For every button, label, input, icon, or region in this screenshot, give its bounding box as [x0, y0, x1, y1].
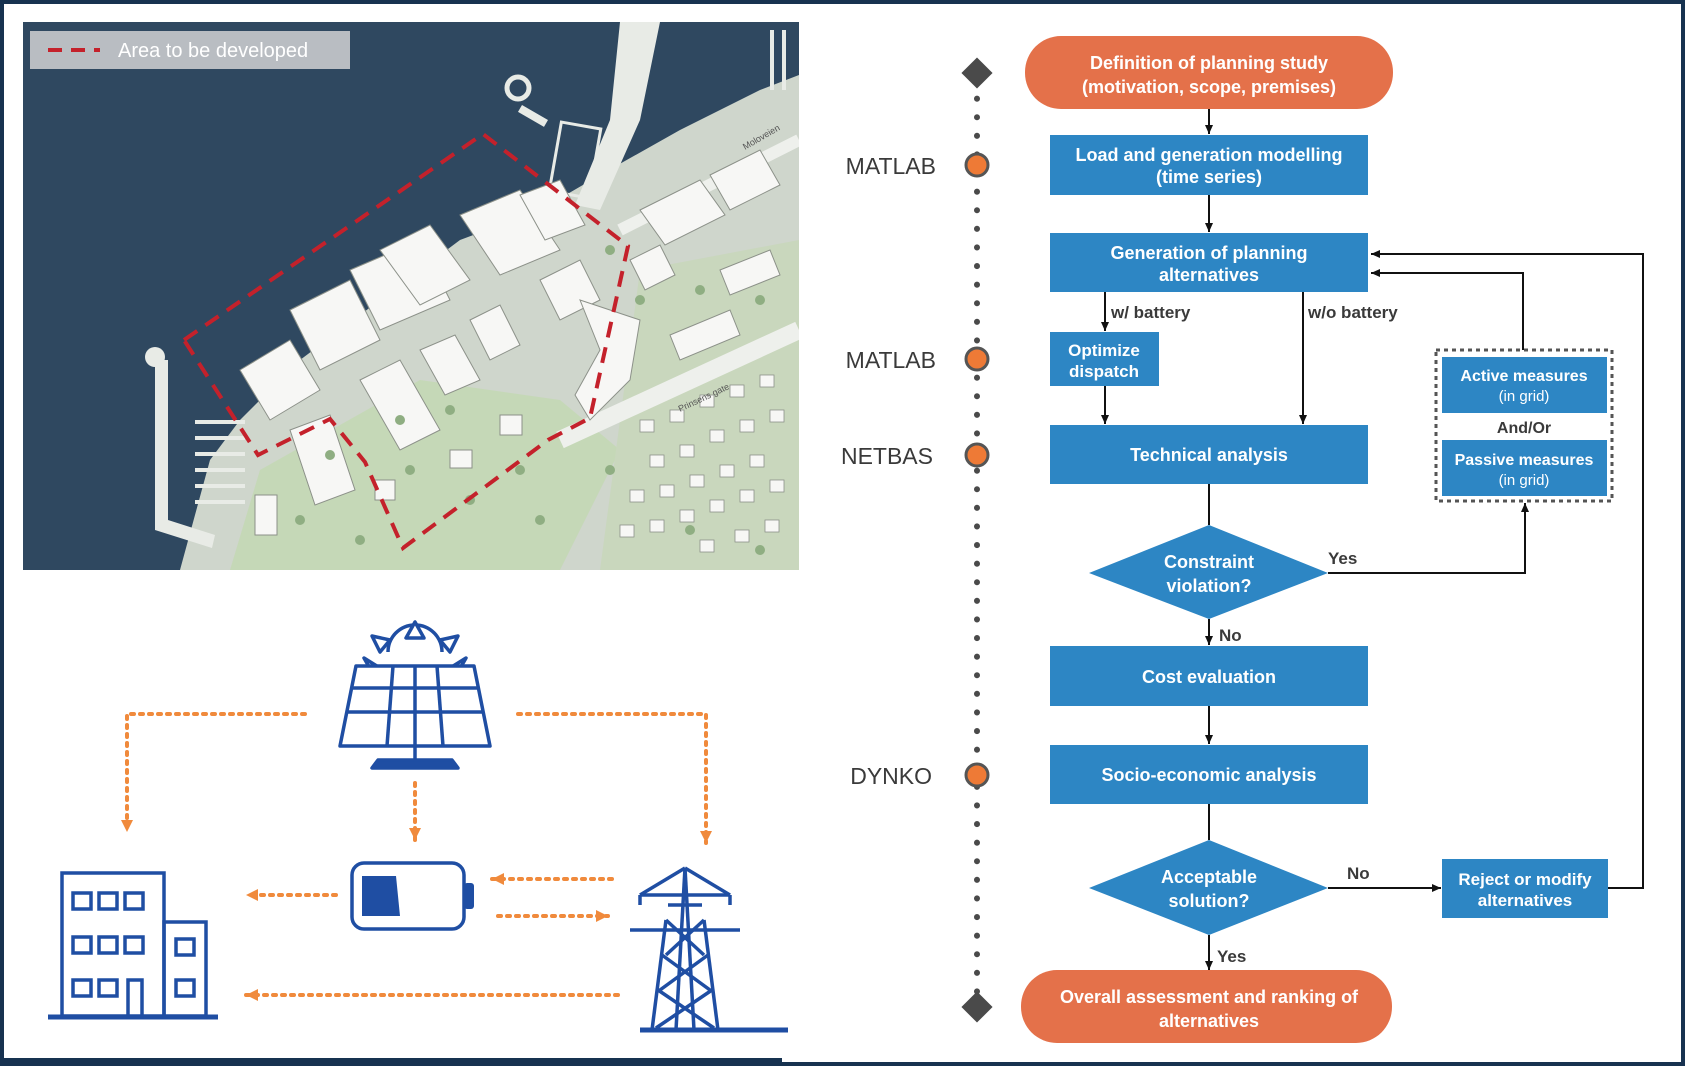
technical-analysis-box [1050, 425, 1368, 484]
breakwater [155, 360, 215, 548]
reject-modify-line-1: Reject or modify [1458, 870, 1592, 889]
constraint-violation-line-1: Constraint [1164, 552, 1254, 572]
generation-alt-box [1050, 233, 1368, 292]
tool-label-dynko: DYNKO [850, 763, 932, 789]
timeline-node-matlab-2 [964, 346, 990, 372]
tool-label-matlab-2: MATLAB [846, 347, 936, 373]
no-label-2: No [1347, 864, 1370, 883]
active-measures-line-1: Active measures [1460, 368, 1587, 385]
site-map: Moloveien Prinsens gate Area to be devel… [23, 22, 799, 570]
cost-evaluation-label: Cost evaluation [1142, 667, 1276, 687]
flow-connectors [1101, 109, 1644, 970]
yes-label-1: Yes [1328, 549, 1357, 568]
cost-evaluation-box [1050, 646, 1368, 706]
generation-alt-line-1: Generation of planning [1111, 243, 1308, 263]
battery-icon [350, 861, 474, 931]
flow-solar-to-grid [516, 712, 712, 845]
timeline-node-dynko [964, 762, 990, 788]
flowchart: Definition of planning study (motivation… [1021, 36, 1644, 1043]
constraint-violation-diamond [1089, 525, 1328, 619]
optimize-dispatch-line-1: Optimize [1068, 341, 1140, 360]
solar-panel-icon [338, 620, 492, 770]
acceptable-solution-diamond [1089, 840, 1328, 935]
optimize-dispatch-line-2: dispatch [1069, 362, 1139, 381]
legend-label: Area to be developed [118, 40, 308, 62]
tool-label-matlab-1: MATLAB [846, 153, 936, 179]
tool-label-netbas: NETBAS [841, 443, 933, 469]
marina-boats [195, 30, 786, 504]
load-gen-line-1: Load and generation modelling [1075, 145, 1342, 165]
passive-measures-line-2: (in grid) [1499, 472, 1550, 489]
generation-alt-line-2: alternatives [1159, 265, 1259, 285]
acceptable-solution-line-2: solution? [1169, 891, 1250, 911]
flow-solar-to-building [121, 712, 307, 834]
definition-line-2: (motivation, scope, premises) [1082, 77, 1336, 97]
breakwater-light [145, 347, 165, 367]
yes-label-2: Yes [1217, 947, 1246, 966]
timeline-node-matlab-1 [964, 152, 990, 178]
timeline-node-netbas [964, 442, 990, 468]
passive-measures-line-1: Passive measures [1455, 452, 1594, 469]
overall-line-1: Overall assessment and ranking of [1060, 987, 1359, 1007]
load-gen-line-2: (time series) [1156, 167, 1262, 187]
optimize-dispatch-box [1050, 332, 1159, 386]
definition-terminator [1025, 36, 1393, 109]
frame-bottom-bar [0, 1058, 782, 1066]
road-prinsens-gate [556, 321, 799, 449]
technical-analysis-label: Technical analysis [1130, 445, 1288, 465]
building-icon [48, 871, 218, 1020]
energy-flows [121, 712, 712, 1001]
residential-green [600, 240, 799, 570]
reject-modify-line-2: alternatives [1478, 891, 1573, 910]
constraint-violation-line-2: violation? [1167, 576, 1252, 596]
energy-system [48, 620, 788, 1033]
overall-line-2: alternatives [1159, 1011, 1259, 1031]
overall-terminator [1021, 970, 1392, 1043]
development-area-outline [181, 131, 631, 552]
dock-outline [547, 120, 603, 200]
houses [619, 374, 785, 553]
with-battery-label: w/ battery [1110, 303, 1191, 322]
reject-modify-box [1442, 859, 1608, 918]
active-measures-line-2: (in grid) [1499, 388, 1550, 405]
acceptable-solution-line-1: Acceptable [1161, 867, 1257, 887]
definition-line-1: Definition of planning study [1090, 53, 1328, 73]
buildings [239, 149, 781, 536]
transmission-tower-icon [630, 866, 788, 1033]
without-battery-label: w/o battery [1307, 303, 1398, 322]
load-gen-box [1050, 135, 1368, 195]
and-or-label: And/Or [1497, 420, 1551, 437]
active-measures-box [1442, 357, 1607, 413]
socio-economic-box [1050, 745, 1368, 804]
mooring-ring [504, 74, 532, 102]
socio-economic-label: Socio-economic analysis [1101, 765, 1316, 785]
jetty [518, 105, 548, 127]
no-label-1: No [1219, 626, 1242, 645]
passive-measures-box [1442, 440, 1607, 496]
